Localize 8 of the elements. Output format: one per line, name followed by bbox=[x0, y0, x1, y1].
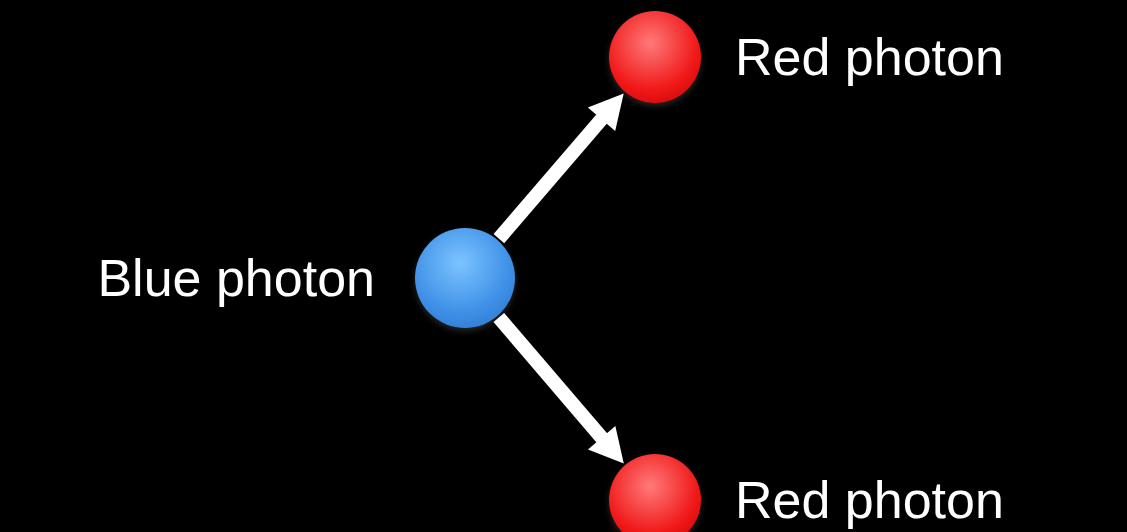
circle-node bbox=[415, 228, 515, 328]
node-caption: Red photon bbox=[735, 27, 1004, 87]
circle-node bbox=[609, 11, 701, 103]
circle-node bbox=[609, 454, 701, 532]
arrow bbox=[493, 93, 624, 244]
arrow bbox=[493, 312, 624, 464]
node-caption: Blue photon bbox=[97, 248, 375, 308]
node-caption: Red photon bbox=[735, 470, 1004, 530]
